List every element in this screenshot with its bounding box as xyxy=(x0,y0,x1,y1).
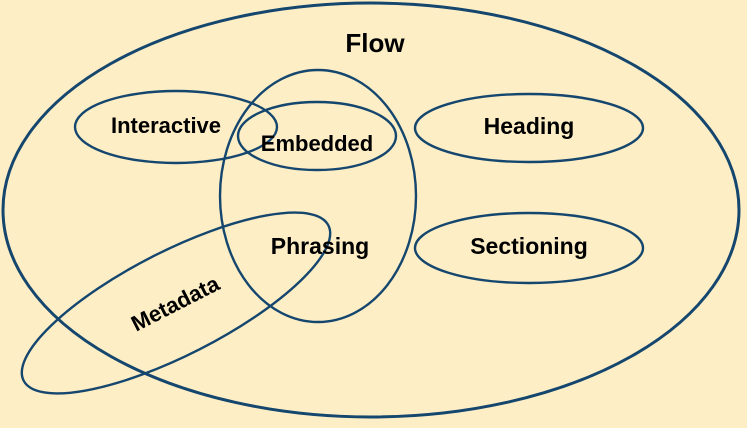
set-ellipse-sectioning[interactable] xyxy=(413,211,645,285)
set-label-sectioning: Sectioning xyxy=(470,233,588,259)
set-label-flow: Flow xyxy=(345,28,405,58)
set-ellipse-embedded[interactable] xyxy=(236,100,398,172)
set-label-embedded: Embedded xyxy=(261,131,373,156)
set-ellipse-phrasing[interactable] xyxy=(218,68,418,324)
set-label-interactive: Interactive xyxy=(111,113,221,138)
set-label-phrasing: Phrasing xyxy=(271,233,369,259)
set-ellipse-interactive[interactable] xyxy=(73,89,279,165)
set-ellipse-heading[interactable] xyxy=(413,92,645,164)
set-ellipse-flow[interactable] xyxy=(1,1,741,419)
set-label-heading: Heading xyxy=(484,113,575,139)
set-ellipse-metadata[interactable] xyxy=(0,179,352,427)
